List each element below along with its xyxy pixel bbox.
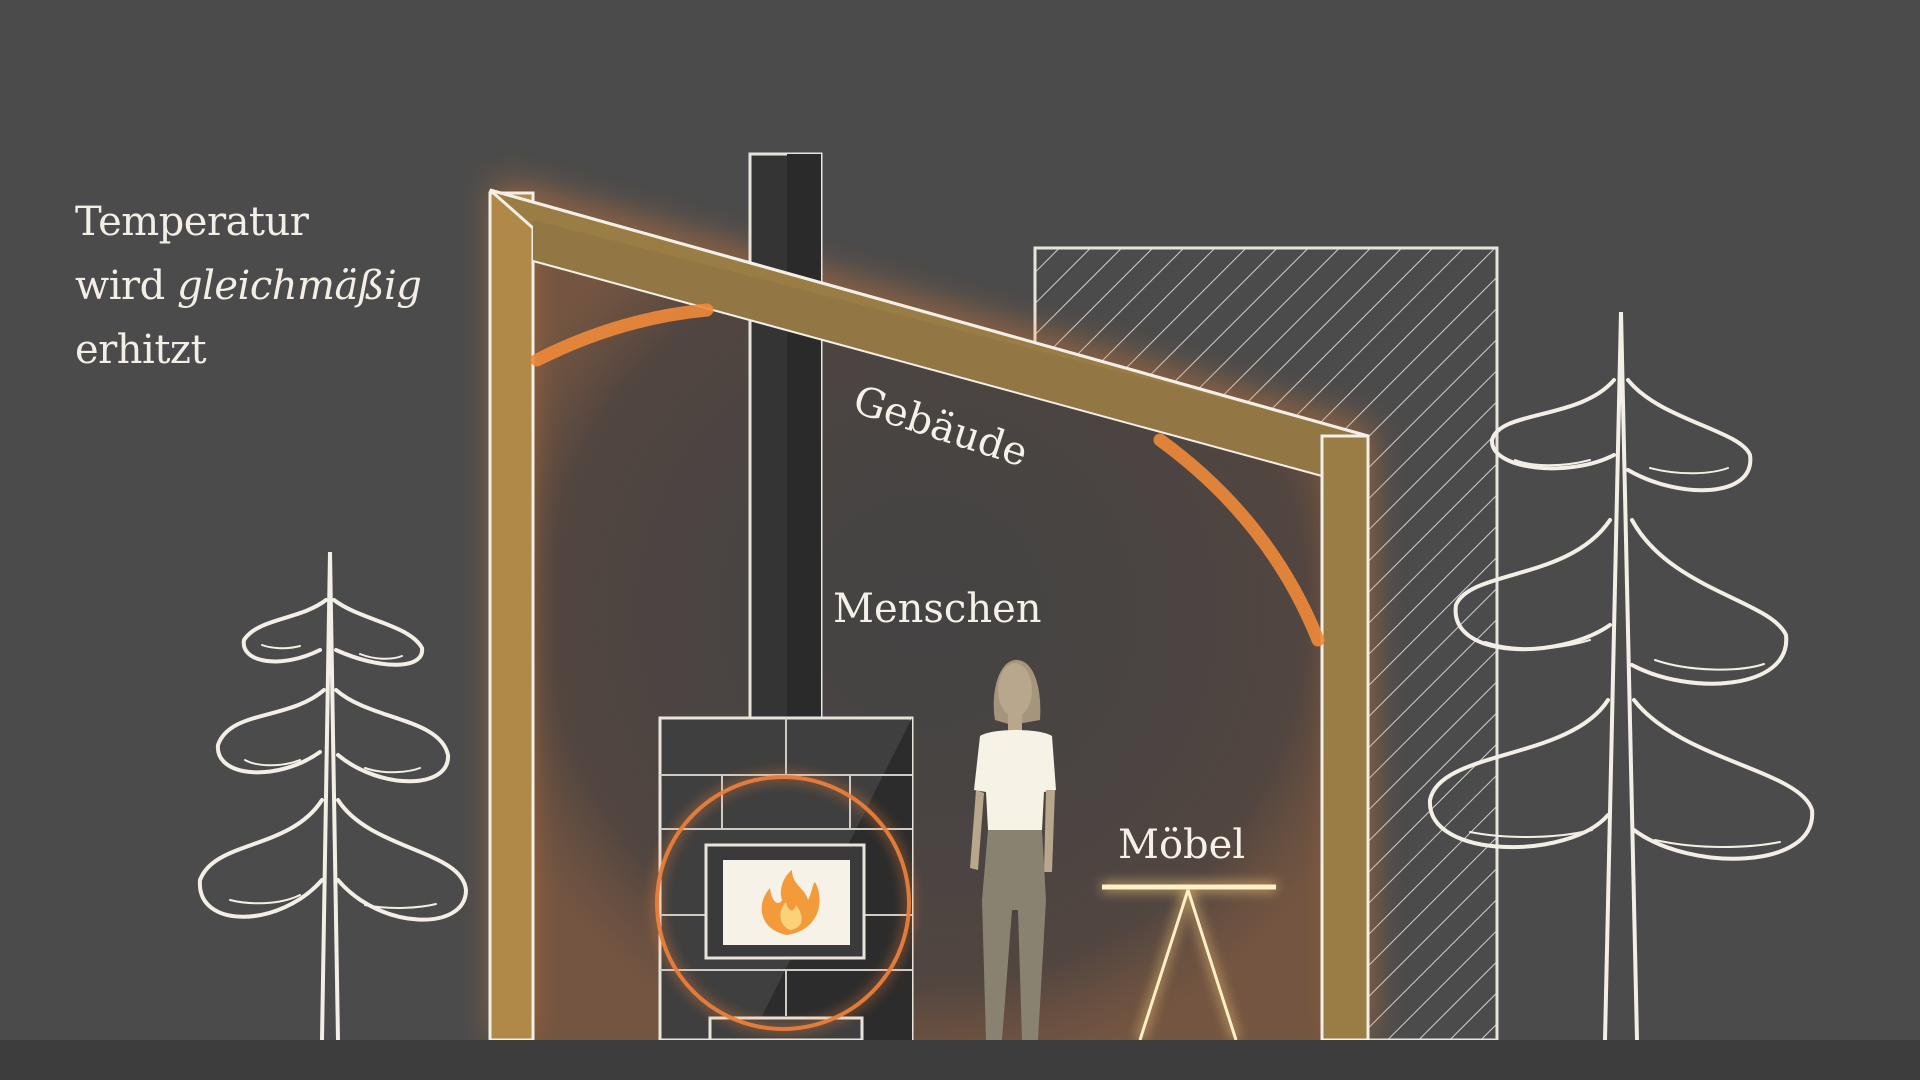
table-figure <box>1102 883 1276 1041</box>
caption-line-2-prefix: wird <box>75 263 177 309</box>
caption-text: Temperatur wird gleichmäßig erhitzt <box>75 190 422 382</box>
chimney <box>748 152 823 721</box>
tree-right <box>1427 311 1815 1042</box>
bottom-bar <box>0 1040 1920 1080</box>
caption-emphasis: gleichmäßig <box>176 263 422 309</box>
caption-line-3: erhitzt <box>75 327 207 373</box>
flame-icon <box>761 870 820 935</box>
label-furniture: Möbel <box>1118 822 1246 868</box>
stove <box>652 716 914 1042</box>
caption-line-2: wird gleichmäßig <box>75 254 422 318</box>
heat-arcs <box>530 303 1325 647</box>
building-frame <box>488 188 1370 1042</box>
caption-line-1: Temperatur <box>75 199 309 245</box>
tree-left <box>197 551 469 1042</box>
label-people: Menschen <box>833 586 1042 632</box>
person-figure <box>970 659 1056 1040</box>
